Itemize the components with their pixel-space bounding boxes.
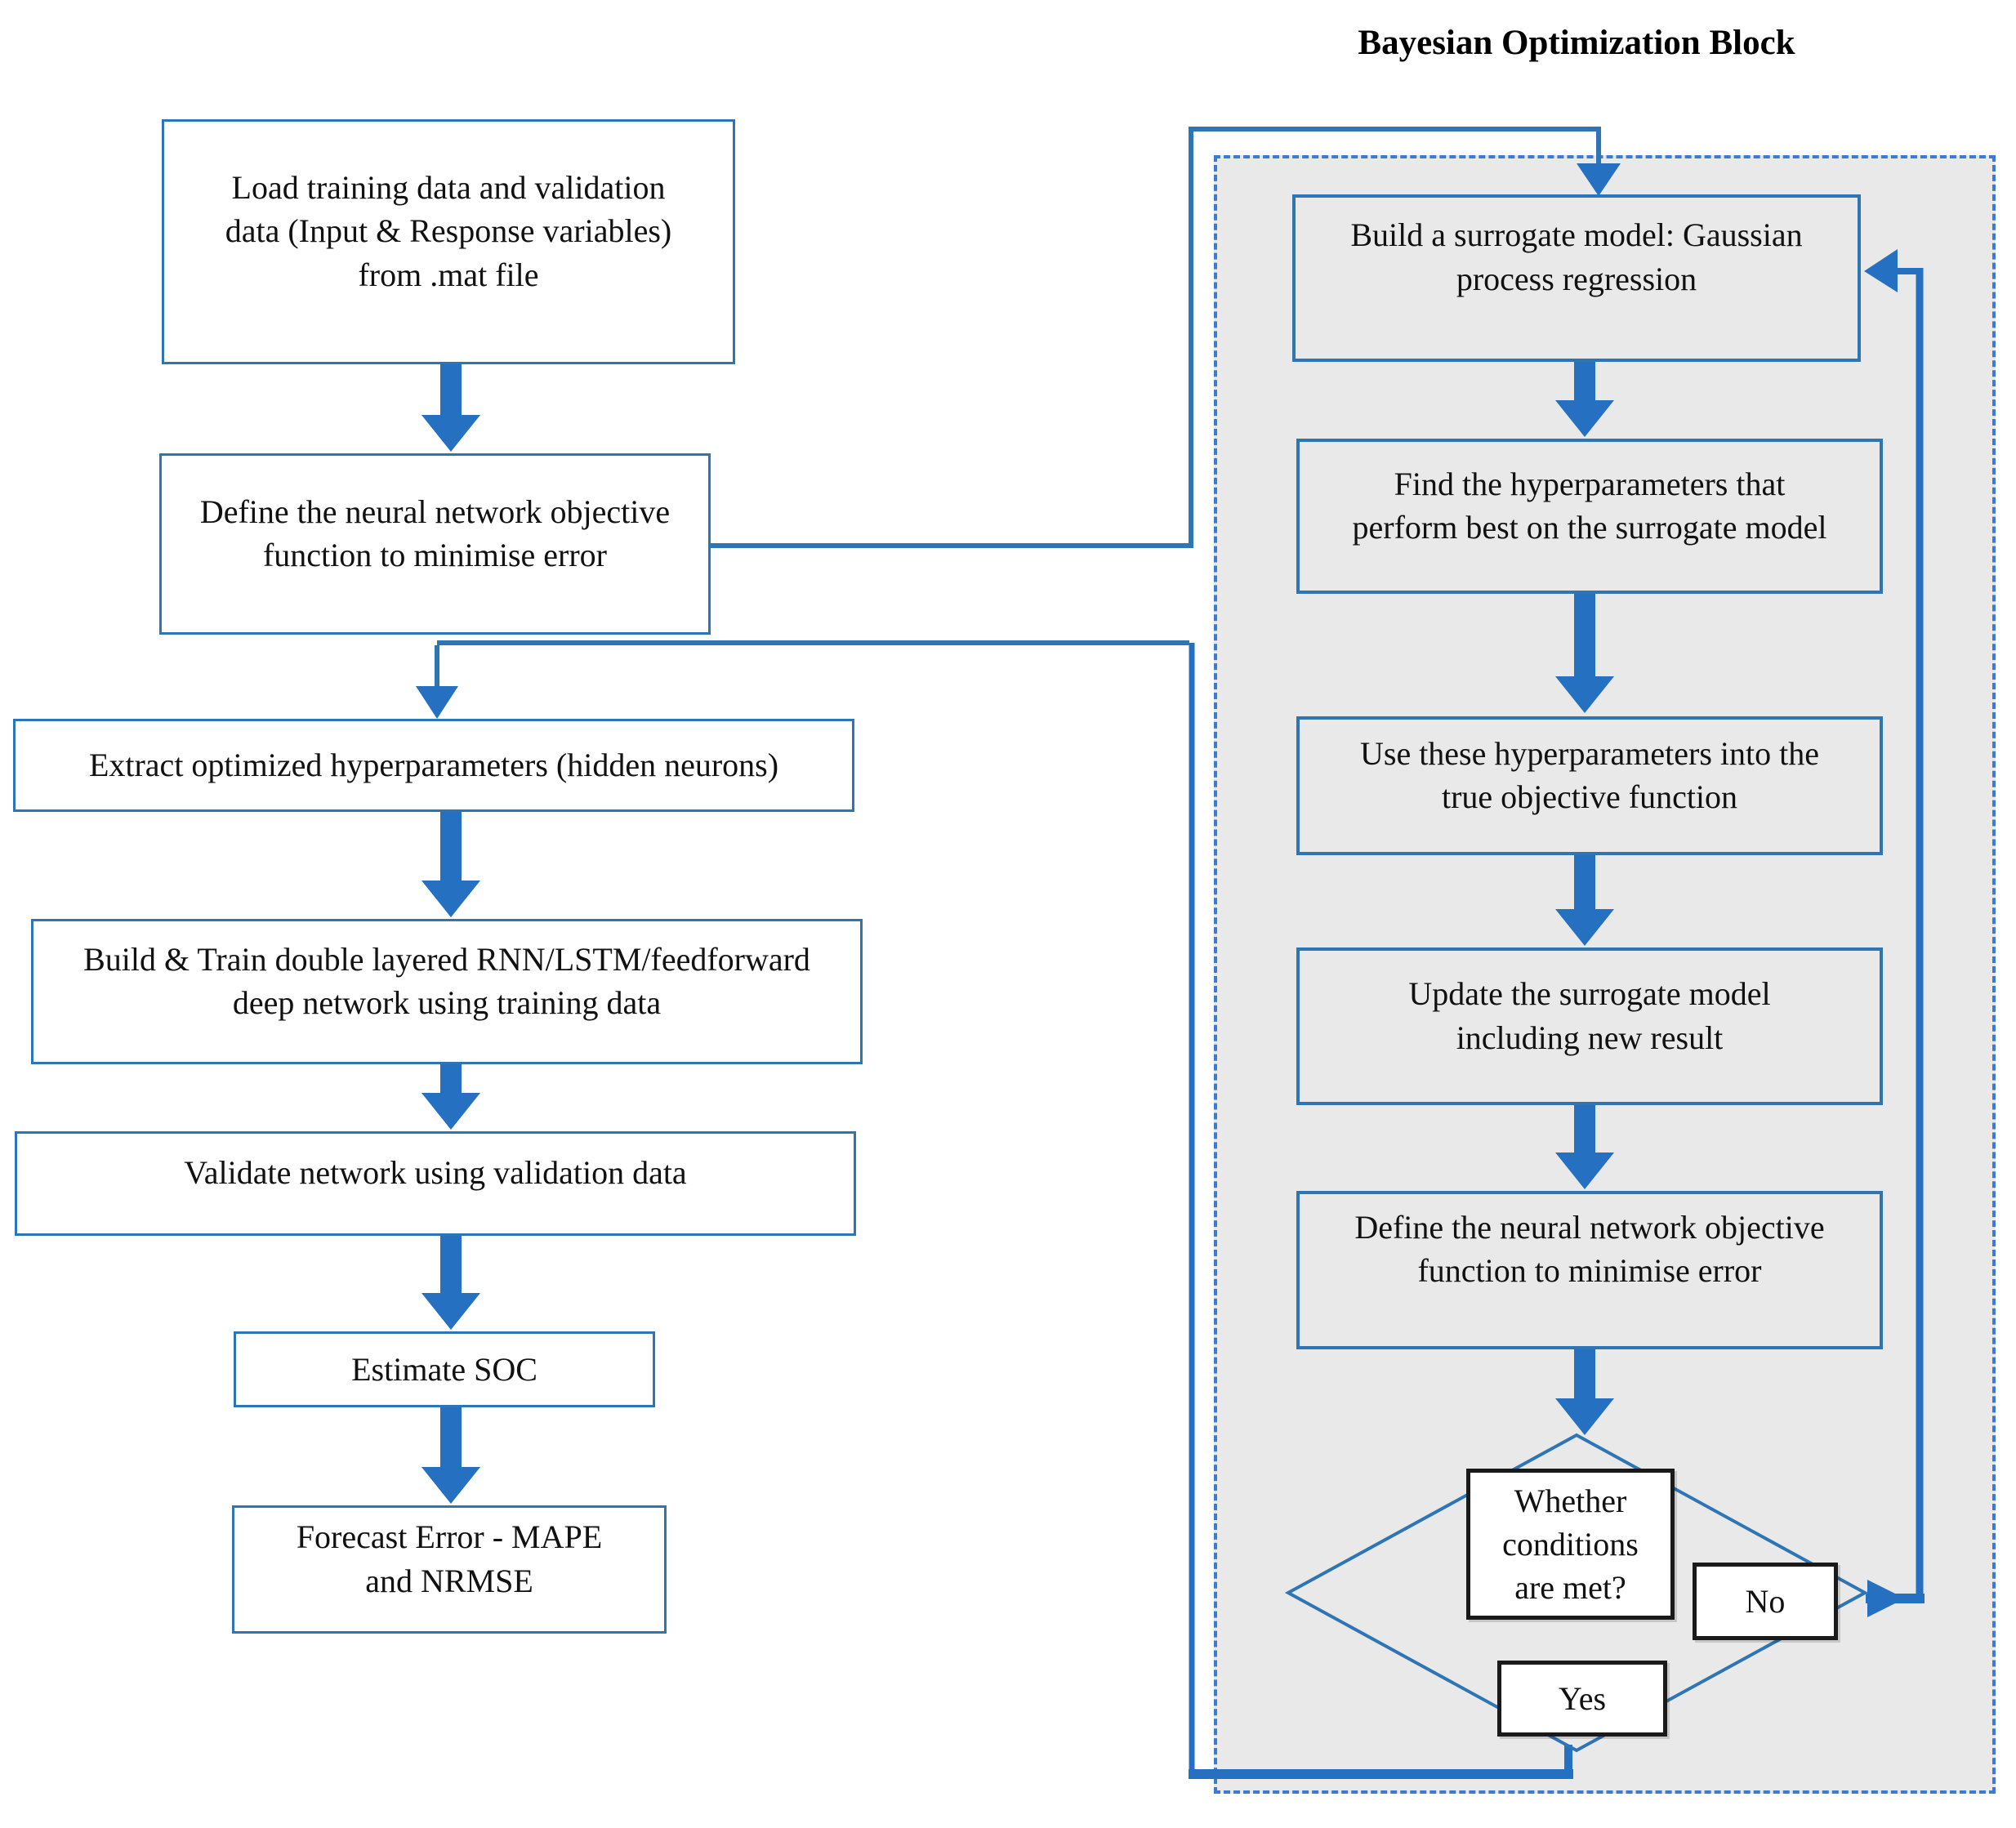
bo-arrow-surrogate-to-find-icon (1555, 362, 1614, 437)
step-label: Forecast Error - MAPE and NRMSE (296, 1518, 603, 1599)
decision-diamond (1284, 1433, 1869, 1753)
step-label: Define the neural network objective func… (1354, 1208, 1825, 1289)
step-estimate-soc: Estimate SOC (234, 1331, 655, 1407)
decision-yes-label: Yes (1497, 1661, 1667, 1737)
entry-arrowhead-icon (1577, 163, 1621, 196)
flow-arrow-build-to-validate-icon (421, 1064, 480, 1130)
bo-step-use-hyperparameters: Use these hyperparameters into the true … (1296, 716, 1883, 855)
decision-no-label: No (1693, 1563, 1838, 1640)
step-label: Update the surrogate model including new… (1408, 975, 1771, 1056)
entry-connector (711, 127, 1601, 548)
decision-branch-label: Yes (1558, 1679, 1607, 1717)
step-build-train-network: Build & Train double layered RNN/LSTM/fe… (31, 919, 863, 1064)
bo-arrow-use-to-update-icon (1555, 855, 1614, 946)
step-define-objective: Define the neural network objective func… (159, 453, 711, 635)
decision-label: Whether conditions are met? (1502, 1482, 1639, 1607)
bo-arrow-define-to-decision-icon (1555, 1349, 1614, 1435)
step-label: Define the neural network objective func… (199, 493, 671, 573)
feedback-arrowhead-icon (1864, 249, 1898, 292)
step-validate-network: Validate network using validation data (15, 1131, 856, 1236)
decision-branch-label: No (1745, 1582, 1786, 1620)
step-label: Estimate SOC (351, 1350, 537, 1388)
diamond-right-joint-icon (1867, 1580, 1905, 1617)
bo-step-find-hyperparameters: Find the hyperparameters that perform be… (1296, 439, 1883, 594)
step-label: Build a surrogate model: Gaussian proces… (1350, 216, 1803, 297)
step-load-data: Load training data and validation data (… (162, 119, 735, 364)
flow-arrow-estimate-to-forecast-icon (421, 1407, 480, 1504)
step-label: Validate network using validation data (184, 1154, 687, 1192)
flow-arrow-load-to-define-icon (421, 364, 480, 452)
step-forecast-error: Forecast Error - MAPE and NRMSE (232, 1505, 667, 1634)
bo-arrow-find-to-use-icon (1555, 594, 1614, 713)
decision-conditions-met: Whether conditions are met? (1466, 1469, 1675, 1620)
bayesian-block-title: Bayesian Optimization Block (1358, 24, 1795, 62)
step-label: Use these hyperparameters into the true … (1359, 734, 1819, 815)
exit-arrowhead-icon (416, 686, 458, 719)
flow-arrow-extract-to-build-icon (421, 812, 480, 917)
step-label: Extract optimized hyperparameters (hidde… (88, 747, 779, 784)
bo-arrow-update-to-define-icon (1555, 1105, 1614, 1189)
bo-step-define-objective: Define the neural network objective func… (1296, 1191, 1883, 1349)
step-label: Load training data and validation data (… (225, 169, 672, 293)
bo-step-update-surrogate: Update the surrogate model including new… (1296, 947, 1883, 1105)
bo-step-build-surrogate: Build a surrogate model: Gaussian proces… (1292, 194, 1861, 362)
step-extract-hyperparameters: Extract optimized hyperparameters (hidde… (13, 719, 854, 812)
step-label: Build & Train double layered RNN/LSTM/fe… (83, 940, 810, 1021)
step-label: Find the hyperparameters that perform be… (1352, 465, 1827, 546)
flow-arrow-validate-to-estimate-icon (421, 1236, 480, 1330)
